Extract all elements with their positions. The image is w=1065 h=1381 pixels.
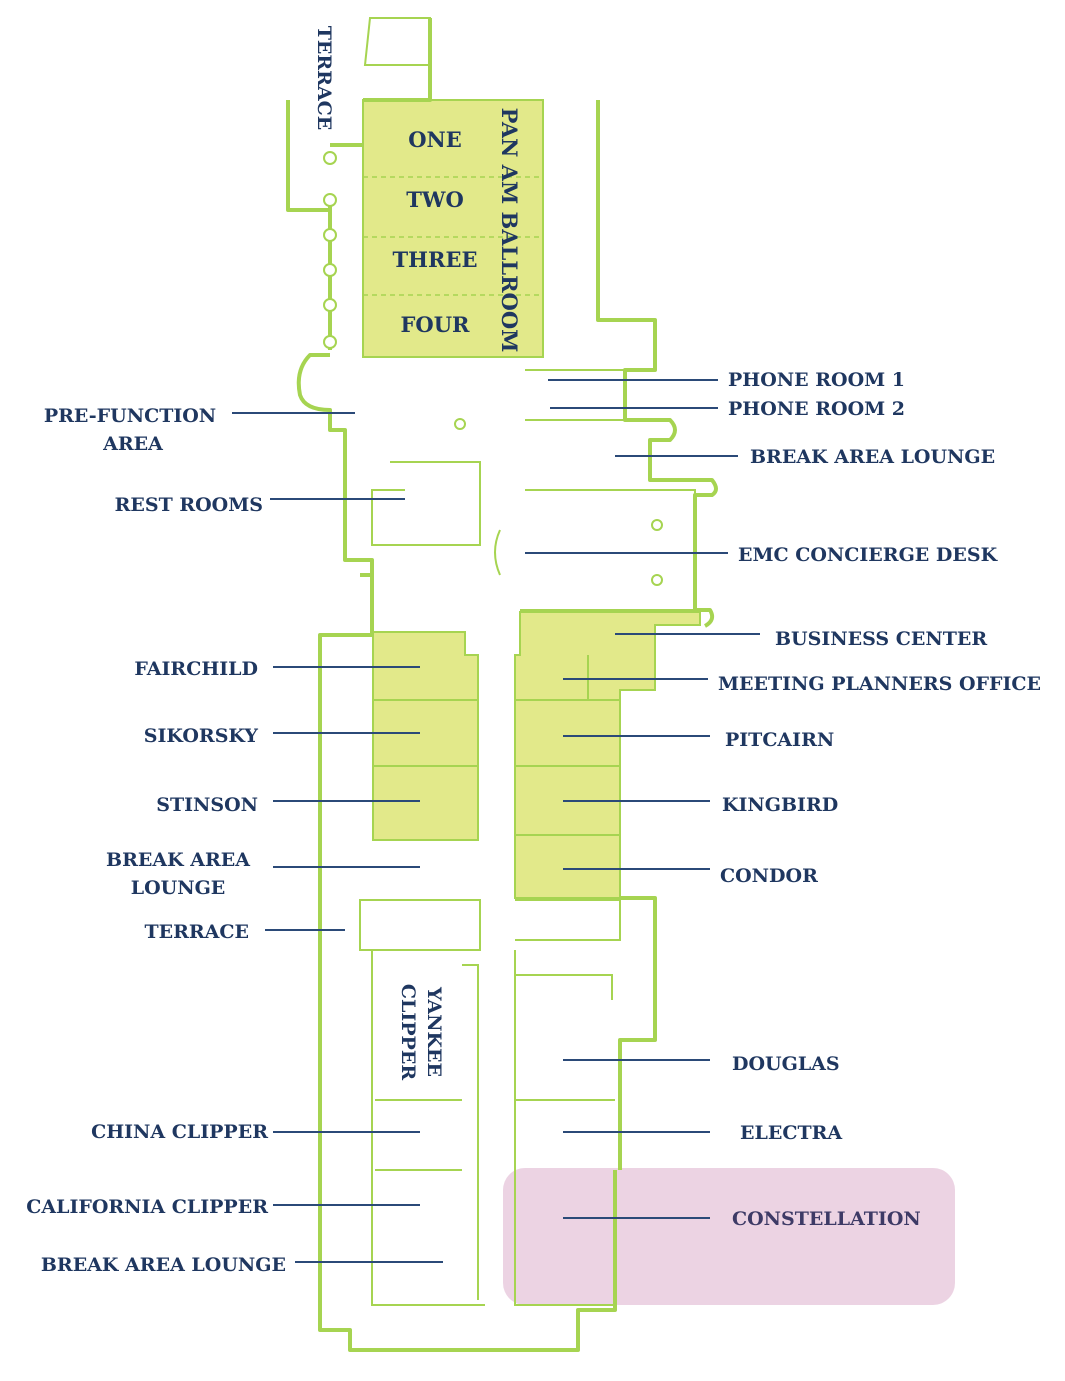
concierge-label: EMC CONCIERGE DESK [738, 544, 999, 566]
pan-am-ballroom-label: PAN AM BALLROOM [497, 108, 522, 353]
break-area-mid-label-line1: BREAK AREA [106, 849, 250, 871]
phone-room-1-label: PHONE ROOM 1 [728, 369, 905, 391]
break-area-bottom-label: BREAK AREA LOUNGE [41, 1254, 286, 1276]
constellation-label: CONSTELLATION [732, 1208, 921, 1230]
break-area-top-label: BREAK AREA LOUNGE [750, 446, 995, 468]
ballroom-section-two: TWO [406, 187, 464, 212]
yankee-label: YANKEE [423, 986, 445, 1077]
break-area-mid-label-line2: LOUNGE [131, 877, 226, 899]
pitcairn-label: PITCAIRN [725, 729, 834, 751]
china-clipper-label: CHINA CLIPPER [91, 1121, 268, 1143]
walls [286, 17, 718, 1352]
pan-am-ballroom[interactable] [362, 99, 544, 358]
condor-label: CONDOR [720, 865, 818, 887]
electra-label: ELECTRA [740, 1122, 842, 1144]
stinson-label: STINSON [156, 794, 258, 816]
terrace-label: TERRACE [144, 921, 249, 943]
ballroom-section-four: FOUR [401, 312, 471, 337]
rooms-fairchild-sikorsky-stinson[interactable] [372, 631, 479, 841]
rest-rooms-label: REST ROOMS [115, 494, 263, 516]
terrace-top-label: TERRACE [313, 26, 335, 131]
rooms-business-pitcairn-kingbird-condor[interactable] [514, 611, 701, 899]
douglas-label: DOUGLAS [732, 1053, 840, 1075]
california-clipper-label: CALIFORNIA CLIPPER [26, 1196, 268, 1218]
phone-room-2-label: PHONE ROOM 2 [728, 398, 905, 420]
sikorsky-label: SIKORSKY [144, 725, 259, 747]
leader-lines [232, 379, 760, 1263]
ballroom-section-three: THREE [393, 247, 478, 272]
business-center-label: BUSINESS CENTER [775, 628, 987, 650]
kingbird-label: KINGBIRD [722, 794, 838, 816]
fairchild-label: FAIRCHILD [134, 658, 258, 680]
constellation-highlight[interactable] [503, 1168, 955, 1305]
clipper-label: CLIPPER [397, 984, 419, 1080]
meeting-planners-label: MEETING PLANNERS OFFICE [718, 673, 1041, 695]
ballroom-section-one: ONE [408, 127, 462, 152]
pre-function-label-line2: AREA [102, 433, 163, 455]
pre-function-label-line1: PRE-FUNCTION [44, 405, 216, 427]
meeting-rooms [362, 99, 701, 899]
